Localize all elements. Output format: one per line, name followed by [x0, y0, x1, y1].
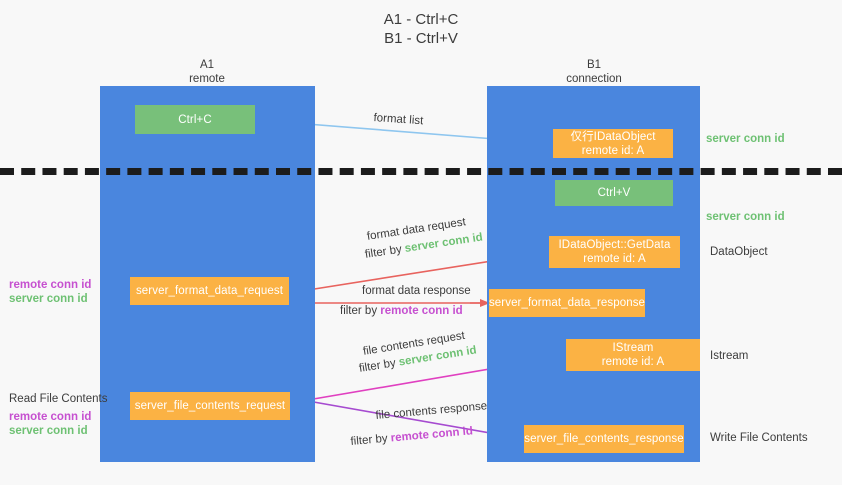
box-server-format-data-response-label: server_format_data_response [488, 297, 646, 309]
box-getdata[interactable]: IDataObject::GetData remote id: A [549, 236, 680, 268]
edge-label-format-list: format list [373, 111, 424, 128]
box-ctrl-v-label: Ctrl+V [597, 187, 631, 199]
box-server-format-data-response[interactable]: server_format_data_response [489, 289, 645, 317]
column-b1-role: connection [566, 73, 622, 85]
column-header-a1: A1 remote [127, 58, 287, 86]
label-server-conn-id-right-2: server conn id [706, 211, 785, 223]
box-idataobject[interactable]: 仅行IDataObject remote id: A [553, 129, 673, 158]
label-remote-conn-id-left-1: remote conn id [9, 279, 92, 291]
column-a1-name: A1 [199, 59, 215, 71]
title-line-1: A1 - Ctrl+C [383, 11, 459, 28]
arrow-file-contents-response [290, 397, 525, 442]
column-a1-role: remote [189, 73, 225, 85]
label-write-file-contents: Write File Contents [710, 432, 808, 444]
column-b1-name: B1 [586, 59, 602, 71]
box-getdata-line2: remote id: A [583, 253, 646, 265]
box-istream-line2: remote id: A [601, 356, 665, 368]
label-remote-conn-id-left-2: remote conn id [9, 411, 92, 423]
edge-label-format-data-response-filter-value: remote conn id [380, 305, 463, 317]
box-idataobject-line2: remote id: A [581, 144, 645, 157]
box-ctrl-c-label: Ctrl+C [178, 113, 212, 126]
box-server-file-contents-request[interactable]: server_file_contents_request [130, 392, 290, 420]
box-server-file-contents-response[interactable]: server_file_contents_response [524, 425, 684, 453]
edge-label-format-data-response-filter-prefix: filter by [340, 305, 381, 317]
box-ctrl-v[interactable]: Ctrl+V [555, 180, 673, 206]
edge-label-format-data-response-filter: filter by remote conn id [340, 304, 463, 319]
edge-label-file-contents-response-filter-prefix: filter by [350, 432, 392, 448]
box-istream[interactable]: IStream remote id: A [566, 339, 700, 371]
box-ctrl-c[interactable]: Ctrl+C [135, 105, 255, 134]
box-server-format-data-request[interactable]: server_format_data_request [130, 277, 289, 305]
box-server-format-data-request-label: server_format_data_request [135, 285, 284, 297]
label-dataobject: DataObject [710, 246, 768, 258]
column-header-b1: B1 connection [514, 58, 674, 86]
label-server-conn-id-left-2: server conn id [9, 425, 88, 437]
label-istream: Istream [710, 350, 749, 362]
phase-separator [0, 168, 842, 175]
label-server-conn-id-left-1: server conn id [9, 293, 88, 305]
box-idataobject-line1: 仅行IDataObject [570, 130, 656, 143]
box-server-file-contents-response-label: server_file_contents_response [524, 433, 684, 445]
box-getdata-line1: IDataObject::GetData [558, 239, 671, 251]
label-read-file-contents: Read File Contents [9, 393, 108, 405]
title-line-2: B1 - Ctrl+V [384, 30, 458, 47]
box-istream-line1: IStream [612, 342, 654, 354]
box-server-file-contents-request-label: server_file_contents_request [134, 400, 286, 412]
edge-label-format-data-response: format data response [362, 285, 471, 297]
label-server-conn-id-right-1: server conn id [706, 133, 785, 145]
